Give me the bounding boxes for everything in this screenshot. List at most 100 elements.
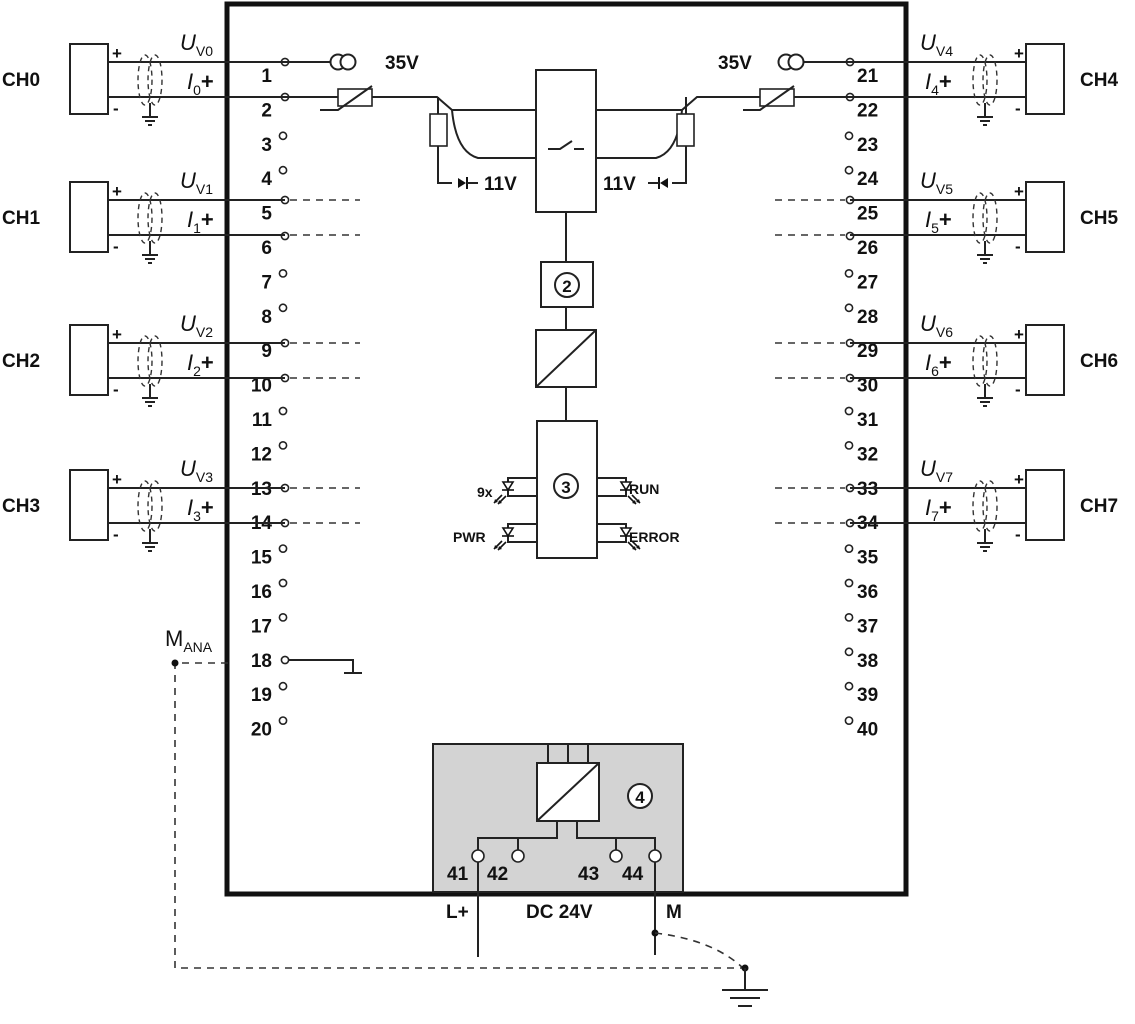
current-source-right: 35V: [718, 53, 805, 74]
terminal-16[interactable]: [278, 578, 288, 588]
v11-right-label: 11V: [603, 174, 636, 195]
channel-label: CH2: [2, 351, 40, 372]
sensor-ch6: [1025, 324, 1065, 396]
terminal-label-16: 16: [251, 582, 272, 603]
terminal-31[interactable]: [844, 406, 854, 416]
sensor-ch0: [69, 43, 109, 115]
terminal-32[interactable]: [844, 440, 854, 450]
block-2: 2: [540, 261, 594, 308]
plus-sign: +: [1014, 470, 1024, 489]
terminal-15[interactable]: [278, 544, 288, 553]
terminal-27[interactable]: [844, 268, 854, 278]
sensor-ch2: [69, 324, 109, 396]
led-9x-icon: [493, 481, 515, 505]
terminal-28[interactable]: [844, 303, 854, 313]
current-label: I2+: [187, 350, 214, 379]
adc-block: [535, 329, 597, 388]
sensor-ch1: [69, 181, 109, 253]
minus-sign: -: [113, 99, 119, 118]
terminal-label-20: 20: [251, 720, 272, 741]
plus-sign: +: [112, 470, 122, 489]
circle-2-label: 2: [562, 277, 571, 296]
led-error-label: ERROR: [629, 529, 680, 545]
terminal-11[interactable]: [278, 406, 288, 416]
terminal-20[interactable]: [278, 716, 288, 725]
terminal-12[interactable]: [278, 440, 288, 450]
terminal-24[interactable]: [844, 165, 854, 175]
terminal-17[interactable]: [278, 613, 288, 622]
voltage-label: UV2: [180, 311, 213, 340]
terminal-label-3: 3: [261, 135, 272, 156]
minus-sign: -: [113, 380, 119, 399]
led-error-icon: [619, 527, 641, 551]
terminal-label-40: 40: [857, 720, 878, 741]
sensor-ch7: [1025, 469, 1065, 541]
current-label: I3+: [187, 495, 214, 524]
right-channels: +-CH4UV4I4++-CH5UV5I5++-CH6UV6I6++-CH7UV…: [775, 30, 1118, 552]
terminal-4[interactable]: [278, 165, 288, 175]
minus-sign: -: [1015, 380, 1021, 399]
terminal-7[interactable]: [278, 268, 288, 278]
dc24v-label: DC 24V: [526, 902, 593, 923]
terminal-label-9: 9: [261, 341, 272, 362]
voltage-label: UV4: [920, 30, 953, 59]
terminal-36[interactable]: [844, 578, 854, 588]
terminal-44[interactable]: [648, 849, 662, 863]
terminal-3[interactable]: [278, 131, 288, 141]
voltage-label: UV5: [920, 168, 953, 197]
minus-sign: -: [1015, 99, 1021, 118]
terminal-label-5: 5: [261, 204, 272, 225]
terminal-8[interactable]: [278, 303, 288, 313]
circle-4-marker: [627, 783, 653, 809]
v35-left-label: 35V: [385, 53, 419, 74]
terminal-18[interactable]: [280, 655, 290, 665]
terminal-label-25: 25: [857, 204, 879, 225]
terminal-43[interactable]: [609, 849, 623, 863]
minus-sign: -: [1015, 237, 1021, 256]
voltage-label: UV6: [920, 311, 953, 340]
channel-label: CH7: [1080, 496, 1118, 517]
terminal-35[interactable]: [844, 544, 854, 553]
current-label: I1+: [187, 207, 214, 236]
terminal-37[interactable]: [844, 613, 854, 622]
terminal-label-27: 27: [857, 272, 878, 293]
terminal-label-1: 1: [261, 66, 272, 87]
terminal-23[interactable]: [844, 131, 854, 141]
lplus-label: L+: [446, 902, 469, 923]
terminal-label-15: 15: [251, 548, 273, 569]
terminal-label-7: 7: [261, 272, 272, 293]
terminal-label-8: 8: [261, 307, 272, 328]
zener-right: 11V: [603, 174, 668, 195]
circle-4-label: 4: [635, 788, 645, 807]
terminal-label-4: 4: [261, 169, 272, 190]
led-run-icon: [619, 481, 641, 505]
terminal-38[interactable]: [844, 647, 854, 657]
led-run-label: RUN: [629, 481, 659, 497]
block-3: 3: [507, 420, 627, 559]
voltage-label: UV0: [180, 30, 213, 59]
terminal-label-41: 41: [447, 864, 469, 885]
terminal-label-43: 43: [578, 864, 599, 885]
left-channels: +-CH0UV0I0++-CH1UV1I1++-CH2UV2I2++-CH3UV…: [2, 30, 360, 552]
terminal-19[interactable]: [278, 681, 288, 691]
terminal-label-31: 31: [857, 410, 879, 431]
terminal-40[interactable]: [844, 716, 854, 725]
terminal-label-30: 30: [857, 376, 878, 397]
terminal-41[interactable]: [471, 849, 485, 863]
shunt-left: [429, 113, 448, 147]
terminal-label-36: 36: [857, 582, 878, 603]
terminal-label-42: 42: [487, 864, 508, 885]
terminal-42[interactable]: [511, 849, 525, 863]
terminal-label-38: 38: [857, 651, 878, 672]
terminal-label-22: 22: [857, 100, 878, 121]
multiplexer-block: [535, 69, 597, 213]
terminal-39[interactable]: [844, 681, 854, 691]
voltage-label: UV7: [920, 456, 953, 485]
terminal-label-19: 19: [251, 685, 272, 706]
current-label: I6+: [925, 350, 952, 379]
